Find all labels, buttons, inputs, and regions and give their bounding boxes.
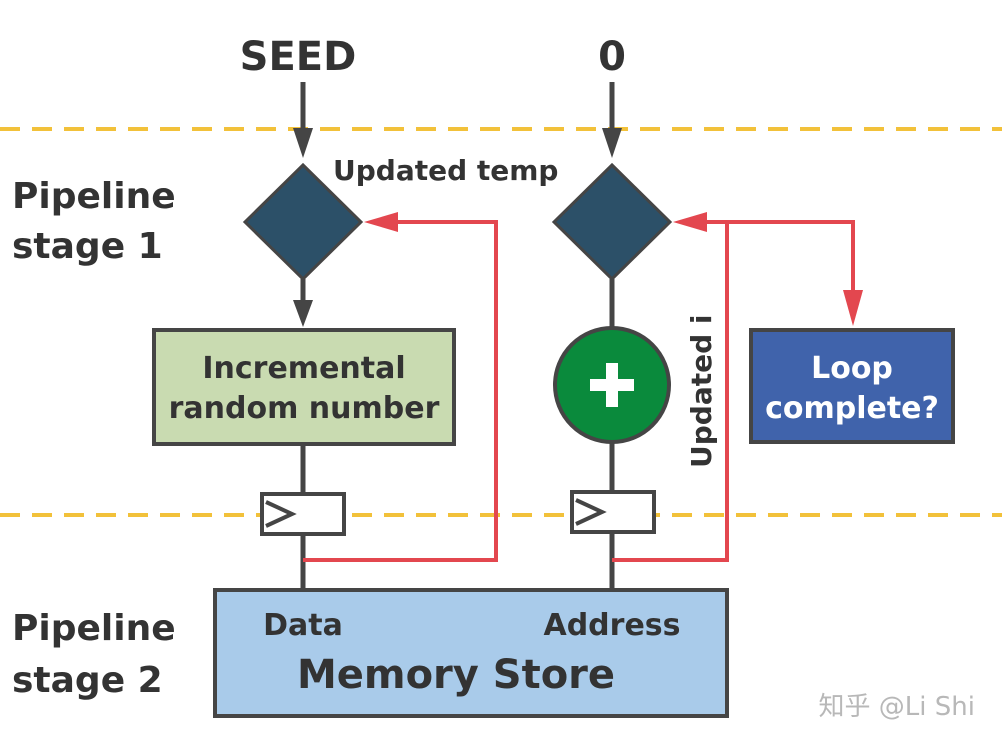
watermark-text: 知乎 @Li Shi (819, 692, 975, 722)
updated-i-feedback-arrow (612, 212, 729, 562)
updated-temp-feedback-arrow (303, 212, 498, 562)
seed-input-arrow (293, 82, 313, 158)
right-mux-diamond (551, 162, 673, 282)
address-port-label: Address (543, 608, 680, 643)
random-number-label: Incremental (202, 351, 405, 386)
stage2-label: Pipeline (12, 608, 176, 649)
zero-input-arrow (602, 82, 622, 158)
stage1-label-line2: stage 1 (12, 226, 163, 267)
left-mux-to-random-arrow (293, 279, 313, 327)
random-number-label-line2: random number (169, 391, 440, 426)
random-number-box (152, 328, 456, 446)
data-port-label: Data (263, 608, 343, 643)
seed-input-label: SEED (240, 34, 357, 80)
loop-check-arrow (727, 220, 863, 326)
stage1-label: Pipeline (12, 176, 176, 217)
left-pipeline-register (260, 492, 346, 536)
right-pipeline-register (570, 490, 656, 534)
zero-input-label: 0 (598, 34, 626, 80)
updated-i-label: Updated i (685, 315, 718, 468)
memory-store-title: Memory Store (297, 652, 615, 698)
loop-complete-label-line2: complete? (765, 391, 939, 426)
stage2-label-line2: stage 2 (12, 660, 163, 701)
memory-store-box (213, 588, 729, 718)
loop-complete-label: Loop (811, 351, 893, 386)
loop-complete-box (749, 328, 955, 444)
plus-icon (590, 363, 634, 407)
updated-temp-label: Updated temp (333, 154, 558, 187)
